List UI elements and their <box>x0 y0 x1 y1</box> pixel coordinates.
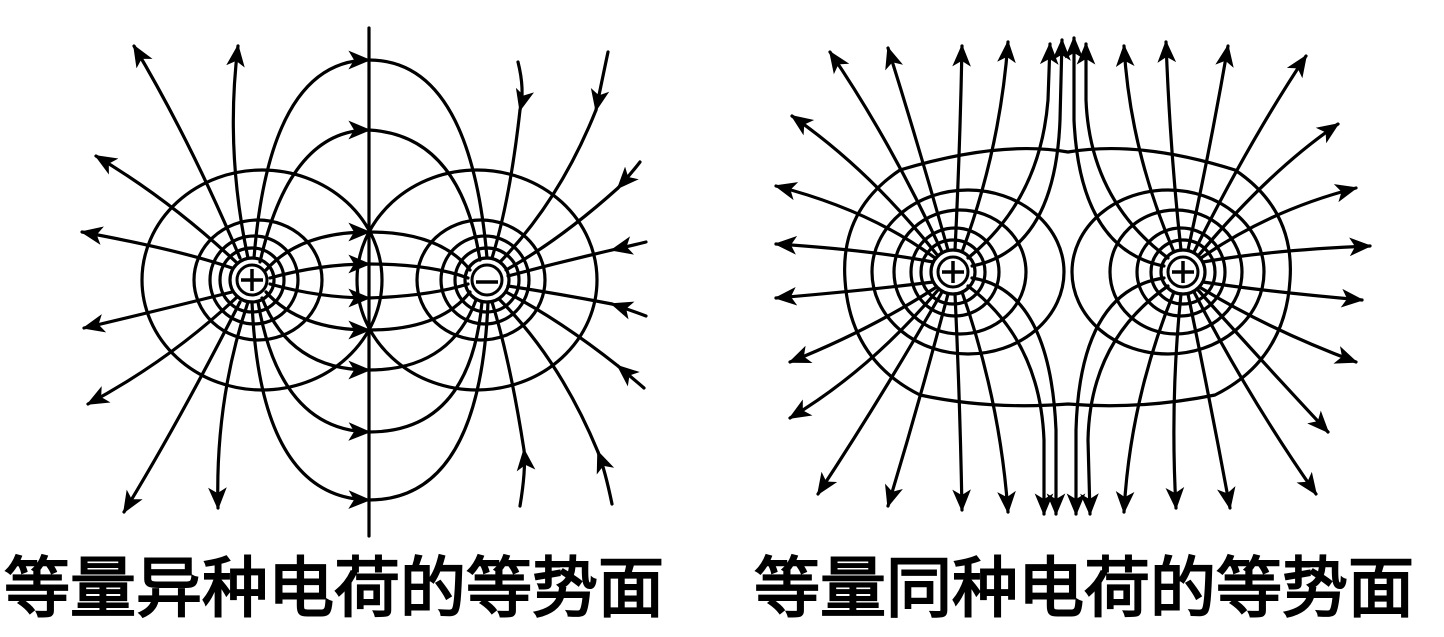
opposite-charges-figure: 等量异种电荷的等势面 <box>0 0 720 637</box>
equipotential-lines <box>843 146 1292 408</box>
charge-markers <box>936 255 1200 289</box>
opposite-charges-caption: 等量异种电荷的等势面 <box>4 549 664 627</box>
charge-markers <box>235 263 504 297</box>
like-charges-figure: 等量同种电荷的等势面 <box>720 0 1444 637</box>
like-charges-caption: 等量同种电荷的等势面 <box>754 549 1414 627</box>
opposite-charges-field-diagram <box>80 26 648 538</box>
field-lines <box>774 36 1372 516</box>
field-lines <box>80 44 648 514</box>
equipotential-lines <box>140 26 599 538</box>
like-charges-field-diagram <box>774 36 1372 516</box>
